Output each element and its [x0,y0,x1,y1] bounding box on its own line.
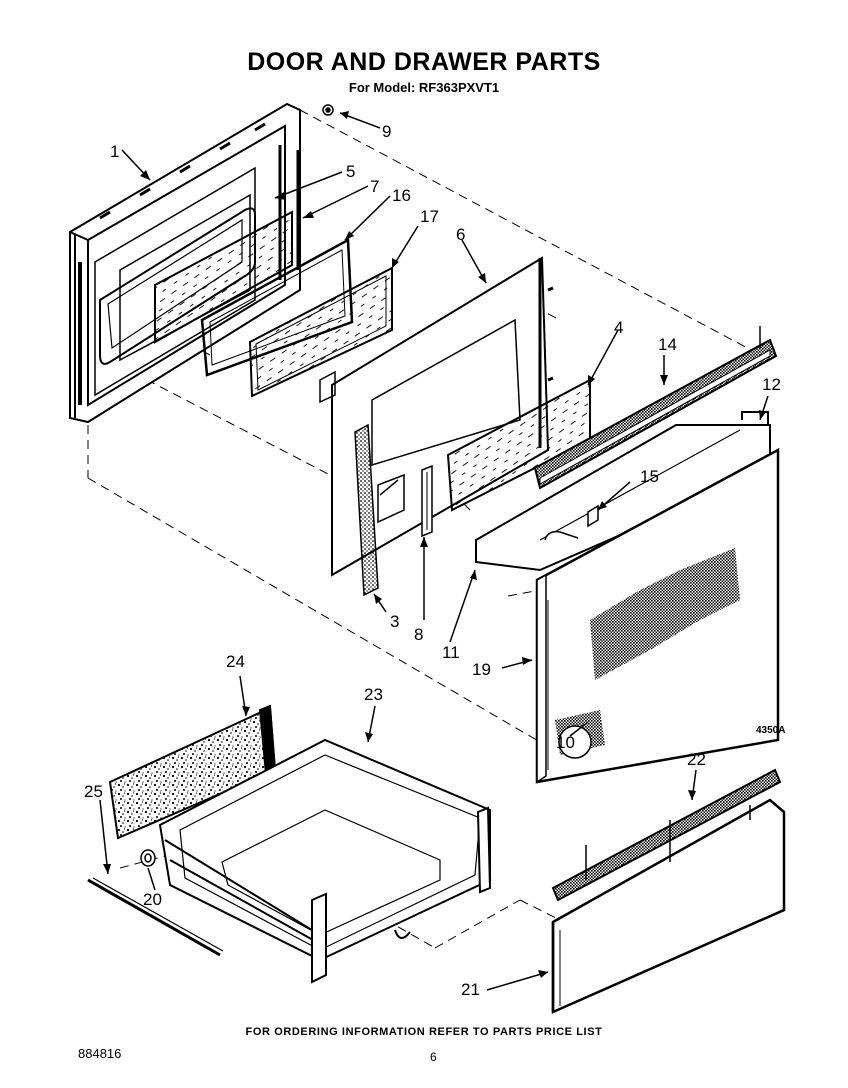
document-number: 884816 [78,1046,122,1061]
part-label-11: 11 [442,643,460,662]
drawer-roller [140,849,156,867]
page-number: 6 [430,1050,437,1064]
part-label-24: 24 [226,652,245,671]
part-label-7: 7 [370,177,379,196]
door-handle [533,326,778,490]
ordering-note: FOR ORDERING INFORMATION REFER TO PARTS … [245,1026,603,1038]
part-label-19: 19 [472,660,491,679]
part-label-12: 12 [762,375,781,394]
part-label-20: 20 [143,890,162,909]
part-label-17: 17 [420,207,439,226]
vent-clip [544,504,599,541]
outer-door-panel [69,102,301,424]
front-door-panel [535,447,780,784]
handle-bracket [741,411,769,428]
drawer-handle [551,768,782,902]
door-gasket [354,423,405,597]
part-label-3: 3 [390,612,399,631]
inner-glass [248,266,393,398]
door-hinge [421,464,433,538]
part-label-8: 8 [414,625,423,644]
drawer-rail [87,877,224,957]
leader-arrows [103,111,766,978]
part-label-14: 14 [658,335,677,354]
part-label-15: 15 [640,467,659,486]
screw [322,104,334,116]
part-label-9: 9 [382,122,391,141]
part-labels: 1 3 4 5 6 7 8 9 10 11 12 14 15 16 17 19 … [84,122,785,999]
part-label-10: 10 [556,733,575,752]
part-label-4: 4 [614,318,623,337]
part-label-25: 25 [84,782,103,801]
part-label-6: 6 [456,225,465,244]
part-label-16: 16 [392,186,411,205]
page-title: DOOR AND DRAWER PARTS [247,48,601,76]
outer-glass [154,150,300,344]
drawer-body [158,738,492,984]
part-label-23: 23 [364,685,383,704]
drawer-front-panel [551,798,786,1014]
part-label-5: 5 [346,162,355,181]
part-label-21: 21 [461,980,480,999]
figure-code: 4350A [756,725,785,736]
part-label-22: 22 [687,750,706,769]
model-subtitle: For Model: RF363PXVT1 [348,80,500,95]
part-label-1: 1 [110,142,119,161]
